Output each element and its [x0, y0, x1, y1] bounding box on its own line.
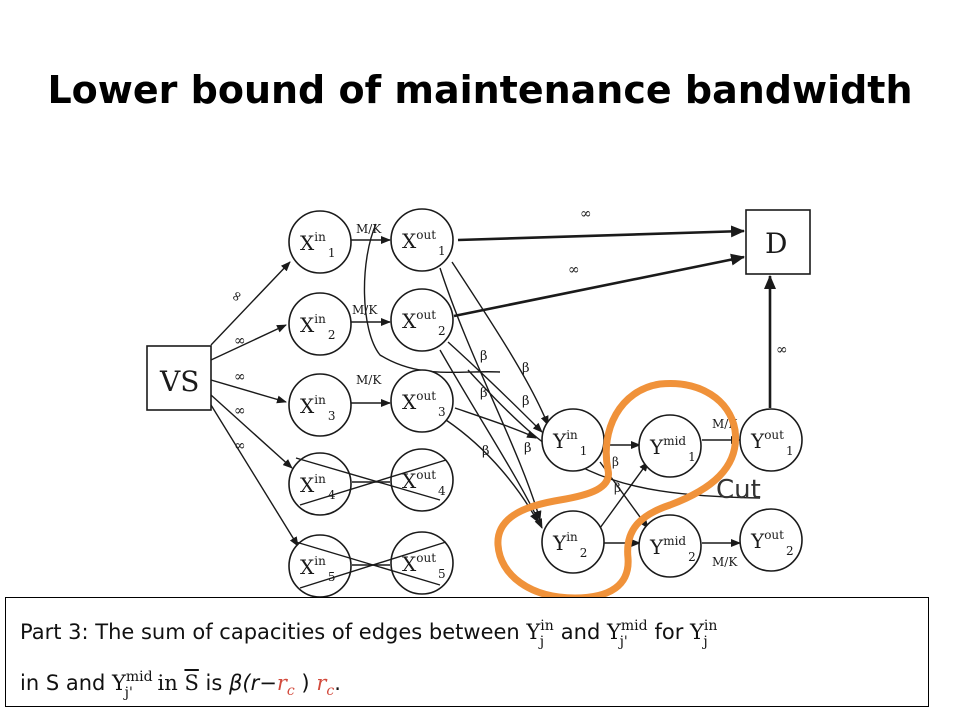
- cross-x4-b: [299, 459, 447, 506]
- cross-x5-a: [295, 541, 441, 586]
- beta-label-2: β: [522, 361, 530, 376]
- x-in-1-node: [288, 210, 352, 274]
- rc-symbol-2: rc: [316, 671, 335, 699]
- y-in-j-symbol-2: Yinj: [690, 618, 718, 650]
- x-out-3-node: [390, 369, 454, 433]
- caption-line2-prefix: in S and: [20, 671, 106, 695]
- inf-label-6: ∞: [580, 206, 592, 222]
- inf-label-1: ∞: [227, 287, 247, 305]
- x-in-2-label: Xin2: [300, 312, 335, 342]
- edge-vs-xin2: [210, 324, 287, 361]
- y-mid-2-node: [638, 514, 702, 578]
- x-in-4-label: Xin4: [300, 472, 336, 502]
- y-out-1-label: Yout1: [750, 428, 794, 458]
- x-in-3-node: [288, 373, 352, 437]
- vs-node: [146, 345, 212, 411]
- s-bar-symbol: S: [184, 671, 199, 695]
- x-in-5-label: Xin5: [300, 554, 335, 584]
- edge-vs-xin5: [210, 404, 299, 547]
- edge-xout2-d: [453, 253, 745, 318]
- y-mid-1-node: [638, 414, 702, 478]
- cut-label: Cut: [716, 475, 761, 505]
- caption-open-r: (r−: [242, 671, 277, 695]
- y-out-1-node: [739, 408, 803, 472]
- beta-label-4: β: [522, 394, 530, 409]
- x-out-5-label: Xout5: [402, 551, 446, 581]
- y-in-2-node: [541, 510, 605, 574]
- rc-symbol-1: rc: [276, 671, 295, 699]
- caption-beta: β: [229, 671, 243, 695]
- beta-label-1: β: [480, 349, 488, 364]
- caption-in-word: in: [157, 671, 178, 695]
- edge-xout2-yin1: [447, 341, 543, 433]
- y-mid-2-label: Ymid2: [649, 534, 696, 564]
- beta-label-3: β: [480, 386, 488, 401]
- mk-label-5: M/K: [712, 555, 738, 569]
- x-in-4-node: [288, 452, 352, 516]
- edge-xout1-yin2: [439, 267, 542, 521]
- y-mid-jp-symbol-2: Ymidj': [112, 669, 153, 701]
- caption-line-1: Part 3: The sum of capacities of edges b…: [20, 608, 914, 659]
- inf-label-4: ∞: [234, 403, 246, 419]
- caption-prefix: Part 3: The sum of capacities of edges b…: [20, 620, 527, 644]
- edge-xout1-d: [457, 225, 745, 242]
- caption-line-2: in S and Ymidj' in S is β(r−rc ) rc.: [20, 659, 914, 710]
- page-title: Lower bound of maintenance bandwidth: [47, 68, 913, 112]
- edge-xin1-curve: [363, 223, 501, 374]
- y-mid-jp-symbol: Ymidj': [607, 618, 648, 650]
- x-out-4-label: Xout4: [402, 468, 446, 498]
- caption-is: is: [205, 671, 223, 695]
- vs-label: VS: [159, 365, 199, 398]
- caption-period: .: [334, 671, 341, 695]
- x-in-1-label: Xin1: [300, 230, 335, 260]
- caption-and: and: [560, 620, 601, 644]
- y-out-2-node: [739, 508, 803, 572]
- x-out-2-label: Xout2: [402, 308, 446, 338]
- cross-x5-b: [299, 541, 447, 589]
- caption-box: Part 3: The sum of capacities of edges b…: [5, 597, 929, 707]
- edge-vs-xin3: [210, 379, 287, 404]
- y-mid-1-label: Ymid1: [649, 434, 696, 464]
- d-node: [745, 209, 811, 275]
- d-label: D: [765, 227, 787, 260]
- inf-label-2: ∞: [234, 333, 246, 349]
- inf-label-3: ∞: [234, 369, 246, 385]
- x-out-5-node: [390, 531, 454, 595]
- inf-label-5: ∞: [234, 438, 246, 454]
- inf-label-8: ∞: [776, 342, 788, 358]
- cut-curve: [494, 379, 740, 600]
- inf-label-7: ∞: [568, 262, 580, 278]
- edge-xout3-yin1: [454, 407, 537, 439]
- x-out-4-node: [390, 448, 454, 512]
- x-out-3-label: Xout3: [402, 389, 446, 419]
- beta-label-5: β: [482, 444, 490, 459]
- mk-label-3: M/K: [356, 373, 382, 387]
- y-in-1-label: Yin1: [552, 428, 587, 458]
- x-in-2-node: [288, 292, 352, 356]
- mk-label-1: M/K: [356, 222, 382, 236]
- edge-xout3-yin2: [445, 419, 539, 523]
- cross-x4-a: [295, 457, 441, 501]
- edge-yin2-ymid1: [599, 461, 649, 529]
- mk-label-2: M/K: [352, 303, 378, 317]
- x-out-2-node: [390, 288, 454, 352]
- edge-xout1-yin1: [451, 261, 549, 426]
- x-out-1-label: Xout1: [402, 228, 446, 258]
- caption-close: ): [301, 671, 310, 695]
- edge-xout2-yin2: [439, 349, 543, 529]
- beta-label-7: β: [612, 455, 619, 469]
- y-in-j-symbol: Yinj: [526, 618, 554, 650]
- y-in-2-label: Yin2: [552, 530, 587, 560]
- edge-vs-xin4: [210, 394, 293, 469]
- caption-for: for: [654, 620, 684, 644]
- edge-vs-xin1: [210, 261, 291, 346]
- x-out-1-node: [390, 208, 454, 272]
- x-in-3-label: Xin3: [300, 393, 335, 423]
- beta-label-8: β: [614, 481, 621, 495]
- y-out-2-label: Yout2: [750, 528, 794, 558]
- beta-label-6: β: [524, 441, 532, 456]
- edge-longcurve: [467, 369, 761, 499]
